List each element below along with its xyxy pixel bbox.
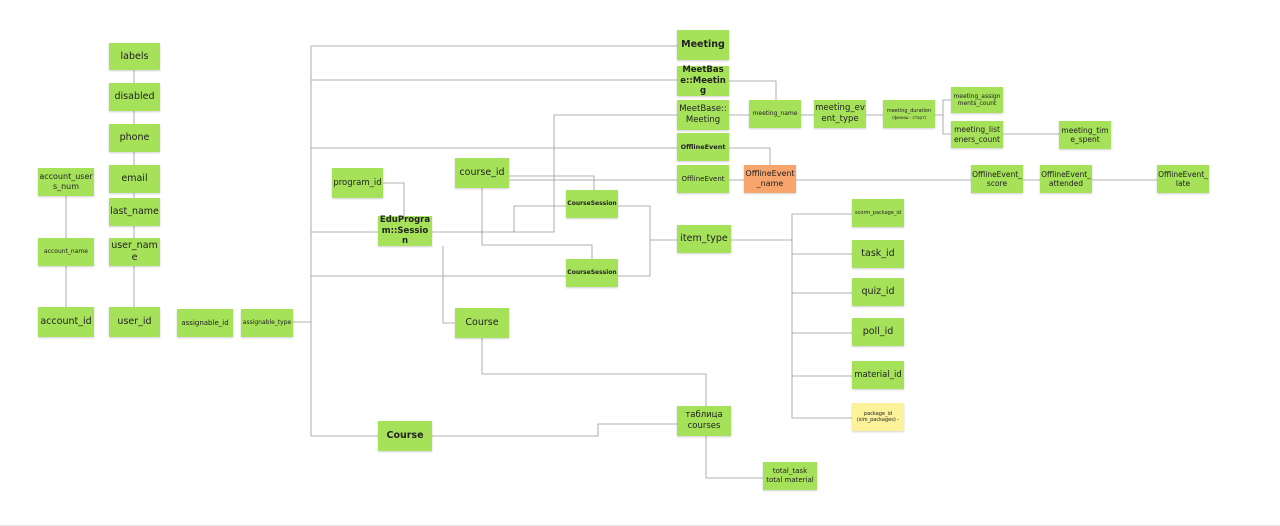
node-meeting-assignments-count[interactable]: meeting_assignments_count	[951, 87, 1003, 113]
node-task-id[interactable]: task_id	[852, 240, 904, 268]
node-course-bold[interactable]: Course	[378, 421, 432, 451]
node-offline-event-bold[interactable]: OfflineEvent	[677, 133, 729, 161]
node-scorm-package-id[interactable]: scorm_package_id	[852, 199, 904, 227]
node-course[interactable]: Course	[455, 308, 509, 338]
node-item-type[interactable]: item_type	[677, 225, 731, 253]
node-course-session-2[interactable]: CourseSession	[566, 259, 618, 287]
node-disabled[interactable]: disabled	[109, 83, 160, 111]
node-meeting[interactable]: Meeting	[677, 30, 729, 60]
node-offline-event-name[interactable]: OfflineEvent_name	[744, 165, 796, 193]
node-account-users-num[interactable]: account_users_num	[38, 168, 94, 196]
connector	[509, 175, 595, 190]
node-material-id[interactable]: material_id	[852, 361, 904, 389]
node-courses-table[interactable]: таблица courses	[677, 406, 731, 436]
node-user-id[interactable]: user_id	[109, 307, 160, 337]
node-meeting-name[interactable]: meeting_name	[749, 100, 801, 128]
node-labels[interactable]: labels	[109, 43, 160, 70]
connector	[513, 205, 566, 232]
node-account-id[interactable]: account_id	[38, 307, 94, 337]
connector	[618, 205, 651, 277]
connector	[432, 423, 677, 437]
node-assignable-type[interactable]: assignable_type	[241, 309, 293, 337]
connector	[481, 188, 593, 259]
node-program-id[interactable]: program_id	[332, 168, 383, 198]
node-offline-event-late[interactable]: OfflineEvent_late	[1157, 165, 1209, 193]
node-email[interactable]: email	[109, 165, 160, 193]
node-totals[interactable]: total_task total material	[763, 462, 817, 490]
connector	[481, 338, 707, 406]
node-course-id[interactable]: course_id	[455, 158, 509, 188]
node-meetbase-meeting-bold[interactable]: MeetBase::Meeting	[677, 65, 729, 96]
node-phone[interactable]: phone	[109, 124, 160, 152]
node-offline-event-score[interactable]: OfflineEvent_score	[971, 165, 1023, 193]
node-meeting-event-type[interactable]: meeting_event_type	[814, 100, 866, 128]
node-meeting-time-spent[interactable]: meeting_time_spent	[1059, 121, 1111, 149]
node-meetbase-meeting[interactable]: MeetBase::Meeting	[677, 100, 729, 130]
connector	[942, 115, 951, 135]
connector	[729, 147, 771, 165]
meeting-duration-label: meeting_duration	[886, 108, 932, 115]
node-assignable-id[interactable]: assignable_id	[177, 309, 233, 337]
connector	[442, 246, 455, 324]
node-package-id[interactable]: package_id (sim_packages) -	[852, 403, 904, 431]
node-poll-id[interactable]: poll_id	[852, 318, 904, 346]
node-last-name[interactable]: last_name	[109, 198, 160, 226]
connector	[432, 114, 677, 233]
node-meeting-duration[interactable]: meeting_duration (финиш - старт)	[883, 100, 935, 128]
connector	[383, 182, 405, 216]
connector	[935, 99, 951, 116]
node-quiz-id[interactable]: quiz_id	[852, 278, 904, 306]
node-edu-program-session[interactable]: EduProgram::Session	[378, 215, 432, 247]
node-course-session-1[interactable]: CourseSession	[566, 190, 618, 218]
node-user-name[interactable]: user_name	[109, 238, 160, 266]
node-meeting-listeners-count[interactable]: meeting_listeners_count	[951, 121, 1003, 148]
node-offline-event[interactable]: OfflineEvent	[677, 165, 729, 193]
node-account-name[interactable]: account_name	[38, 238, 94, 266]
node-offline-event-attended[interactable]: OfflineEvent_attended	[1040, 165, 1092, 193]
connector	[705, 436, 763, 479]
connector	[729, 80, 777, 100]
meeting-duration-note: (финиш - старт)	[892, 114, 926, 120]
